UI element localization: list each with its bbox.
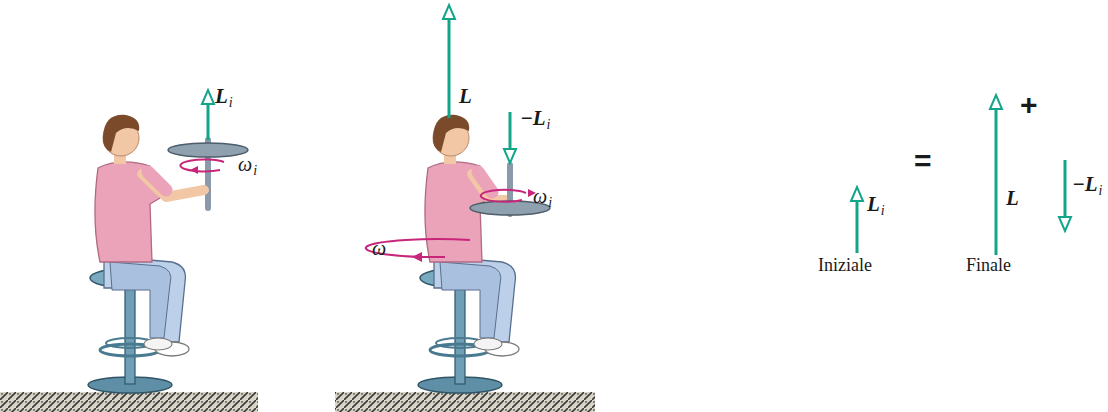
symbol-label: −L	[1072, 174, 1098, 195]
subscript: i	[881, 204, 885, 218]
ground	[0, 392, 258, 412]
vector-arrow	[509, 112, 512, 150]
symbol-label: L	[1006, 188, 1019, 209]
arrowhead	[190, 166, 198, 174]
arrowhead	[990, 95, 1002, 109]
rotation-arrow	[180, 159, 224, 171]
arrowhead	[412, 252, 422, 262]
subscript: i	[1099, 184, 1103, 198]
symbol-label: L	[459, 86, 472, 107]
arrowhead	[202, 90, 214, 104]
ground	[335, 392, 595, 412]
wheel	[168, 143, 248, 157]
sleeve	[148, 172, 166, 190]
person	[425, 115, 519, 356]
symbol-label: +	[1020, 90, 1038, 120]
symbol-label: =	[914, 146, 932, 176]
subscript: i	[548, 196, 552, 210]
subscript: i	[253, 164, 257, 178]
arrowhead	[1059, 217, 1071, 231]
caption-label: Iniziale	[818, 256, 872, 274]
subscript: i	[547, 118, 551, 132]
arrowhead	[504, 149, 516, 163]
vector-arrow	[856, 200, 859, 253]
rotation-arrow	[481, 190, 526, 202]
symbol-label: ω	[372, 238, 386, 258]
vector-arrow	[207, 103, 210, 140]
symbol-label: L	[215, 86, 228, 107]
vector-arrow	[995, 108, 998, 255]
symbol-label: L	[867, 194, 880, 215]
arrowhead	[851, 187, 863, 201]
vector-arrow	[448, 18, 451, 118]
caption-label: Finale	[966, 256, 1011, 274]
vector-arrow	[1064, 160, 1067, 218]
symbol-label: ω	[238, 154, 252, 174]
subscript: i	[229, 96, 233, 110]
symbol-label: ω	[533, 186, 547, 206]
sleeve	[478, 172, 492, 192]
arrowhead	[443, 5, 455, 19]
symbol-label: −L	[520, 108, 546, 129]
